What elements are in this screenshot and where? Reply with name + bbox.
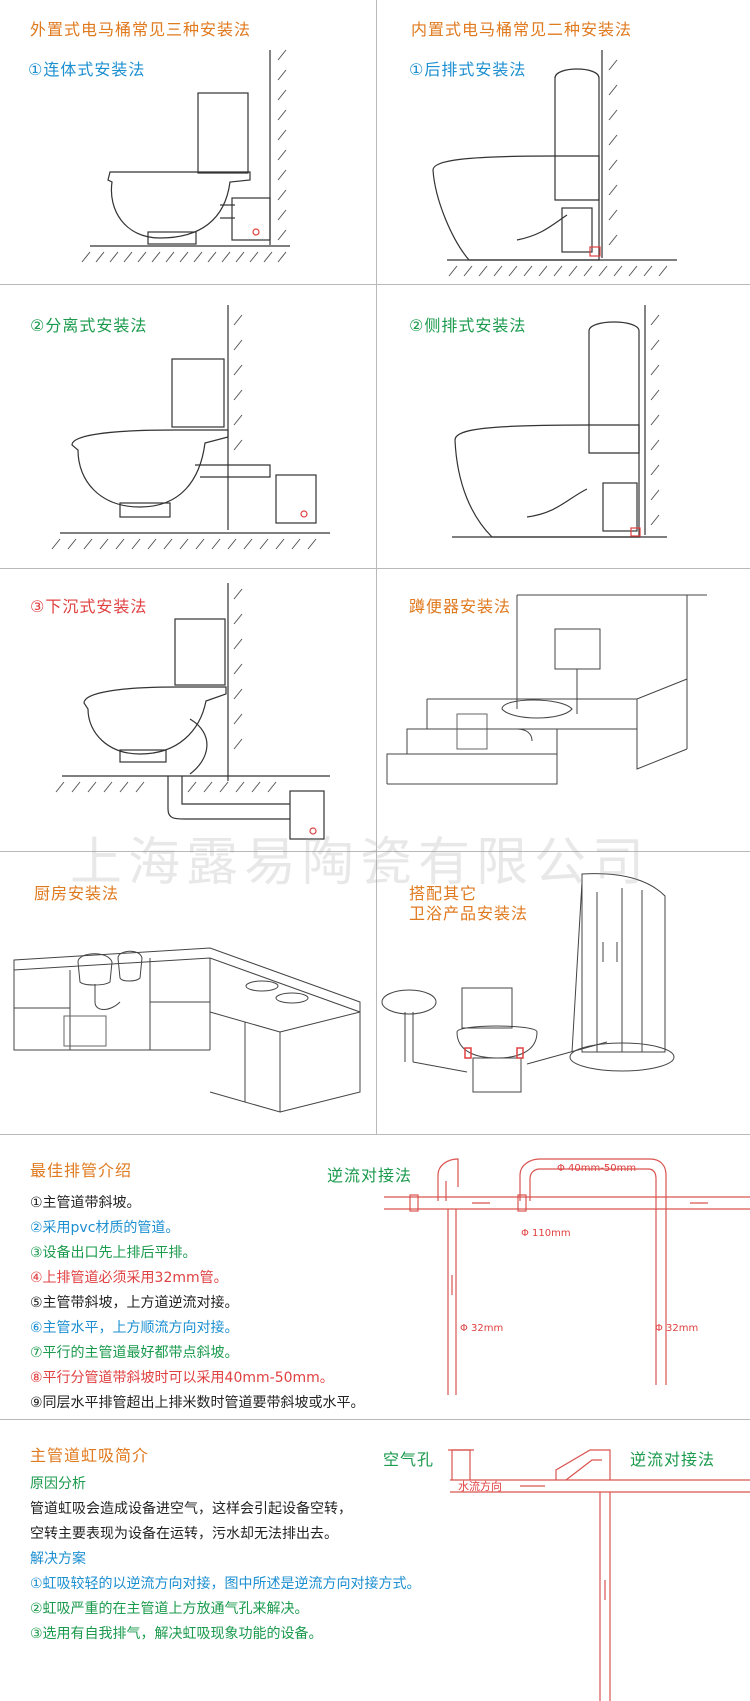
panel-external-sunken: ③下沉式安装法 xyxy=(0,569,377,852)
other-products-title-line2: 卫浴产品安装法 xyxy=(409,904,529,923)
external-methods-title: 外置式电马桶常见三种安装法 xyxy=(30,20,252,39)
pipe-label-32mm-left: Φ 32mm xyxy=(460,1323,504,1334)
bathroom-products-illustration xyxy=(381,873,675,1093)
panel-external-onepiece: 外置式电马桶常见三种安装法 ①连体式安装法 xyxy=(0,0,377,285)
panel-internal-rear: 内置式电马桶常见二种安装法 ①后排式安装法 xyxy=(377,0,750,285)
sunken-toilet-illustration xyxy=(55,583,330,840)
internal-methods-title: 内置式电马桶常见二种安装法 xyxy=(411,20,633,39)
siphon-explanation: 原因分析 管道虹吸会造成设备进空气，这样会引起设备空转， 空转主要表现为设备在运… xyxy=(30,1472,421,1647)
pipe-tip-2: ②采用pvc材质的管道。 xyxy=(30,1220,180,1236)
panel-kitchen: 厨房安装法 xyxy=(0,852,377,1135)
rear-method-title: ①后排式安装法 xyxy=(409,60,527,79)
pipe-diagram-title: 逆流对接法 xyxy=(327,1166,413,1185)
other-products-title-line1: 搭配其它 xyxy=(409,884,478,903)
siphon-section: 主管道虹吸简介 空气孔 逆流对接法 原因分析 管道虹吸会造成设备进空气，这样会引… xyxy=(0,1420,750,1701)
cause-line-2: 空转主要表现为设备在运转，污水却无法排出去。 xyxy=(30,1526,338,1542)
pipe-counterflow-diagram xyxy=(384,1158,750,1395)
pipe-tip-5: ⑤主管带斜坡，上方道逆流对接。 xyxy=(30,1295,239,1311)
siphon-diagram xyxy=(448,1449,750,1701)
onepiece-method-title: ①连体式安装法 xyxy=(28,60,146,79)
air-hole-label: 空气孔 xyxy=(383,1450,435,1469)
pipe-tip-8: ⑧平行分管道带斜坡时可以采用40mm-50mm。 xyxy=(30,1370,334,1386)
onepiece-toilet-illustration xyxy=(81,49,290,263)
pipe-section-title: 最佳排管介绍 xyxy=(30,1161,133,1180)
pipe-label-40-50mm: Φ 40mm-50mm xyxy=(557,1163,637,1174)
squat-method-title: 蹲便器安装法 xyxy=(409,597,512,616)
kitchen-method-title: 厨房安装法 xyxy=(34,884,120,903)
cause-heading: 原因分析 xyxy=(30,1476,86,1492)
pipe-tip-6: ⑥主管水平，上方顺流方向对接。 xyxy=(30,1320,239,1336)
panel-squat-toilet: 蹲便器安装法 xyxy=(377,569,750,852)
pipe-tip-3: ③设备出口先上排后平排。 xyxy=(30,1245,197,1261)
twopiece-toilet-illustration xyxy=(51,305,330,550)
pipe-tip-7: ⑦平行的主管道最好都带点斜坡。 xyxy=(30,1345,239,1361)
solution-3: ③选用有自我排气，解决虹吸现象功能的设备。 xyxy=(30,1626,323,1642)
side-method-title: ②侧排式安装法 xyxy=(409,316,527,335)
panel-internal-side: ②侧排式安装法 xyxy=(377,285,750,569)
siphon-counterflow-label: 逆流对接法 xyxy=(630,1450,716,1469)
cause-line-1: 管道虹吸会造成设备进空气，这样会引起设备空转， xyxy=(30,1501,352,1517)
twopiece-method-title: ②分离式安装法 xyxy=(30,316,148,335)
installation-grid: 外置式电马桶常见三种安装法 ①连体式安装法 xyxy=(0,0,750,1135)
side-toilet-illustration xyxy=(452,305,667,538)
pipe-tip-4: ④上排管道必须采用32mm管。 xyxy=(30,1270,228,1286)
rear-toilet-illustration xyxy=(432,50,677,277)
pipe-tip-9: ⑨同层水平排管超出上排米数时管道要带斜坡或水平。 xyxy=(30,1395,365,1411)
squat-toilet-illustration xyxy=(386,594,707,785)
pipe-tip-1: ①主管道带斜坡。 xyxy=(30,1195,141,1211)
panel-external-twopiece: ②分离式安装法 xyxy=(0,285,377,569)
sunken-method-title: ③下沉式安装法 xyxy=(30,597,148,616)
solution-heading: 解决方案 xyxy=(30,1551,86,1567)
pipe-label-110mm: Φ 110mm xyxy=(521,1228,571,1239)
solution-1: ①虹吸较轻的以逆流方向对接，图中所述是逆流方向对接方式。 xyxy=(30,1576,421,1592)
panel-other-products: 搭配其它 卫浴产品安装法 xyxy=(377,852,750,1135)
kitchen-illustration xyxy=(13,947,361,1113)
pipe-section: 最佳排管介绍 ①主管道带斜坡。 ②采用pvc材质的管道。 ③设备出口先上排后平排… xyxy=(0,1135,750,1420)
pipe-tips-list: ①主管道带斜坡。 ②采用pvc材质的管道。 ③设备出口先上排后平排。 ④上排管道… xyxy=(30,1191,365,1416)
pipe-label-32mm-right: Φ 32mm xyxy=(655,1323,699,1334)
solution-2: ②虹吸严重的在主管道上方放通气孔来解决。 xyxy=(30,1601,309,1617)
siphon-section-title: 主管道虹吸简介 xyxy=(30,1446,150,1465)
flow-direction-label: 水流方向 xyxy=(458,1480,502,1493)
